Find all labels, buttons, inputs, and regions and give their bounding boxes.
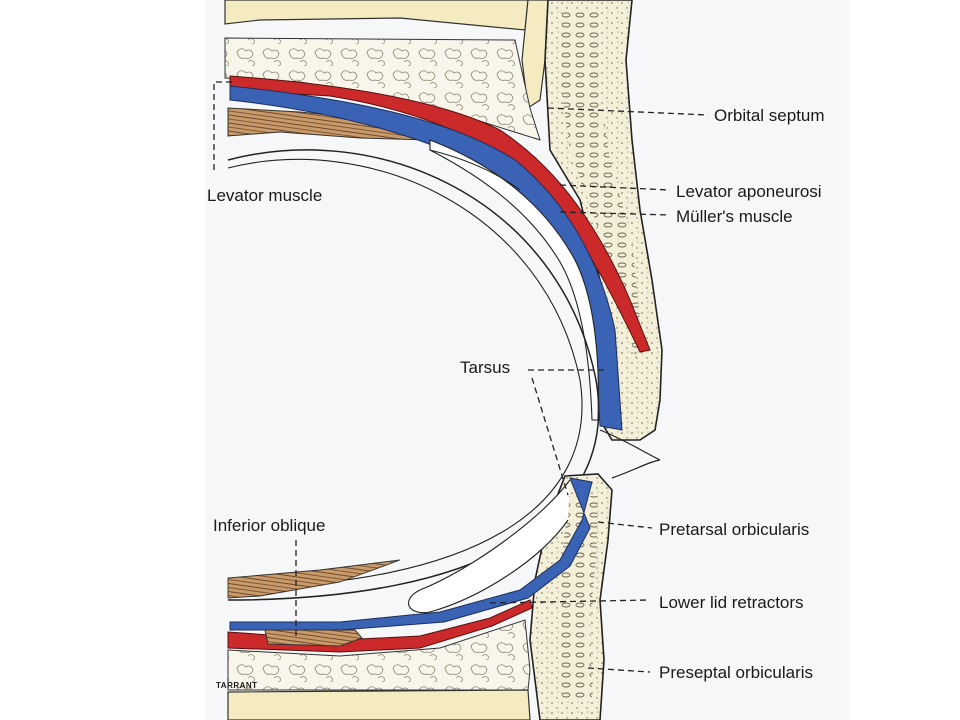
upper-conjunctiva [429,149,521,191]
palpebral-fissure [599,429,661,479]
orbital-roof-bone [224,0,529,31]
globe-inner [227,158,583,589]
label-levator-muscle: Levator muscle [207,186,322,205]
artist-signature: TARRANT [216,681,258,690]
lower-orbital-fat [227,619,531,691]
leader-orbital-septum [547,107,709,116]
lower-tarsus-retractors [229,477,593,631]
lower-fornix [408,479,571,614]
leader-pretarsal-orbicularis [597,521,653,529]
label-lower-lid-retractors: Lower lid retractors [659,593,804,612]
leader-tarsus [528,369,606,496]
label-mullers-muscle: Müller's muscle [676,207,793,226]
globe-outer [227,149,600,601]
inferior-oblique-muscle [264,629,363,647]
leader-preseptal-orbicularis [587,667,651,673]
leader-levator-muscle [213,81,234,170]
label-preseptal-orbicularis: Preseptal orbicularis [659,663,813,682]
mullers-muscle [229,85,623,431]
label-pretarsal-orbicularis: Pretarsal orbicularis [659,520,809,539]
label-tarsus: Tarsus [460,358,510,377]
orbital-rim-bone [521,0,549,110]
leader-mullers-muscle [559,211,671,216]
leader-levator-aponeurosis [559,184,671,191]
orbital-floor-bone [227,689,531,720]
label-levator-aponeurosis: Levator aponeurosi [676,182,822,201]
label-orbital-septum: Orbital septum [714,106,825,125]
levator-muscle [227,107,431,141]
upper-orbicularis-band [560,10,640,360]
label-inferior-oblique: Inferior oblique [213,516,325,535]
upper-tarsus [429,139,599,421]
leader-lower-lid-retractors [489,599,651,604]
lower-muscle-band [227,559,401,599]
